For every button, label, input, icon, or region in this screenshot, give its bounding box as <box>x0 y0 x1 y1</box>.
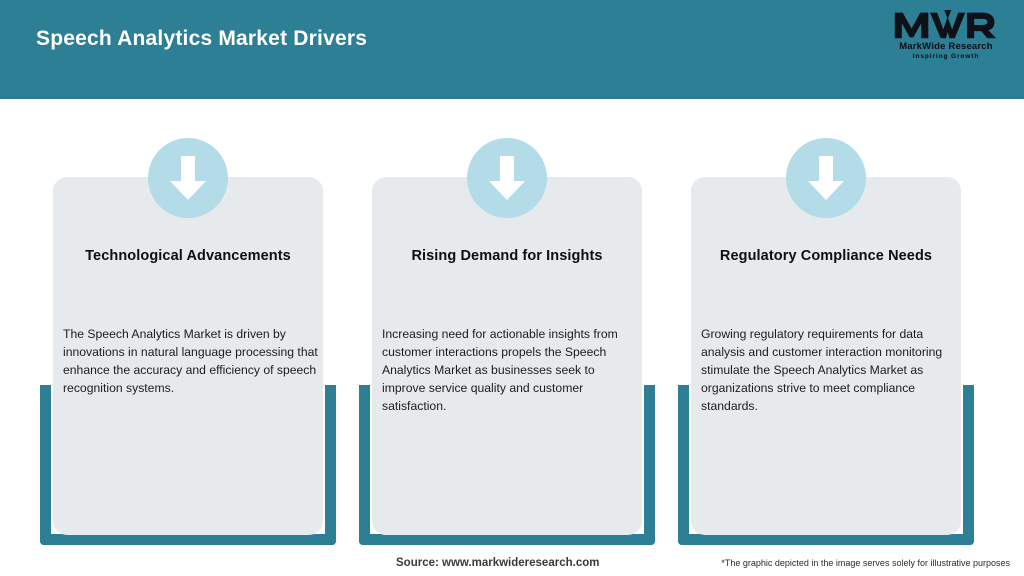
arrow-down-icon <box>467 138 547 218</box>
logo-tagline: Inspiring Growth <box>912 53 980 60</box>
markwide-research-logo: MarkWide Research Inspiring Growth <box>890 10 1002 66</box>
card-accent-bracket <box>678 385 974 545</box>
card-accent-bracket <box>359 385 655 545</box>
card-panel <box>372 177 642 535</box>
driver-card[interactable]: Technological Advancements The Speech An… <box>38 130 338 550</box>
arrow-down-glyph <box>489 156 525 200</box>
card-panel <box>53 177 323 535</box>
driver-card[interactable]: Rising Demand for Insights Increasing ne… <box>357 130 657 550</box>
arrow-down-icon <box>148 138 228 218</box>
card-accent-bracket <box>40 385 336 545</box>
page-title: Speech Analytics Market Drivers <box>36 27 368 50</box>
card-title: Rising Demand for Insights <box>411 248 603 264</box>
card-title: Regulatory Compliance Needs <box>719 248 933 264</box>
card-title: Technological Advancements <box>85 248 291 264</box>
arrow-down-icon <box>786 138 866 218</box>
driver-card[interactable]: Regulatory Compliance Needs Growing regu… <box>676 130 976 550</box>
arrow-down-glyph <box>170 156 206 200</box>
mwr-logo-mark <box>894 10 997 39</box>
card-panel <box>691 177 961 535</box>
source-label: Source: www.markwideresearch.com <box>396 557 600 569</box>
header-bar: Speech Analytics Market Drivers MarkWide… <box>0 0 1024 99</box>
card-body-text: Growing regulatory requirements for data… <box>701 327 943 413</box>
logo-company-name: MarkWide Research <box>899 41 993 52</box>
disclaimer-note: *The graphic depicted in the image serve… <box>721 558 1010 568</box>
card-body-text: The Speech Analytics Market is driven by… <box>63 327 318 395</box>
card-body-text: Increasing need for actionable insights … <box>382 327 618 413</box>
arrow-down-glyph <box>808 156 844 200</box>
